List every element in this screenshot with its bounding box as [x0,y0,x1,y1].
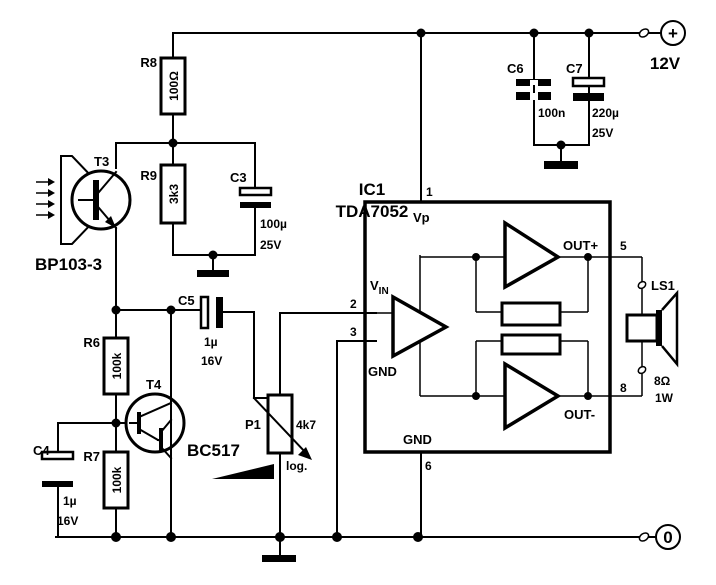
ground-symbol-p1 [262,555,296,562]
positive-rail [172,32,641,59]
pin-8-number: 8 [620,381,627,395]
pin-2-number: 2 [350,297,357,311]
input-amplifier [391,293,450,359]
r9-value: 3k3 [167,184,181,204]
c5-voltage: 16V [201,354,222,368]
pin-6-number: 6 [425,459,432,473]
feedback-resistor-bottom [500,333,562,356]
c4-voltage: 16V [57,514,78,528]
log-taper-wedge-icon [212,464,274,479]
ground-symbol-c6-c7 [544,161,578,169]
pin-5-number: 5 [620,239,627,253]
ground-terminal-label: 0 [663,528,672,547]
c5-label: C5 [178,293,195,308]
resistor-r9: 3k3 R9 [140,163,187,225]
positive-terminal: + 12V [638,20,686,73]
ground-symbol-c3 [197,270,229,277]
pin-vp-name: Vp [413,210,430,225]
r6-label: R6 [83,335,100,350]
supply-voltage-label: 12V [650,54,681,73]
t4-label: T4 [146,377,162,392]
ground-terminal: 0 [638,524,681,550]
c6-label: C6 [507,61,524,76]
c3-voltage: 25V [260,238,281,252]
c7-voltage: 25V [592,126,613,140]
pin-1-number: 1 [426,185,433,199]
p1-value: 4k7 [296,418,316,432]
r6-value: 100k [110,352,124,379]
p1-label: P1 [245,417,261,432]
loudspeaker-ls1: LS1 8Ω 1W [625,257,679,405]
pin-3-name: GND [368,364,397,379]
c7-value: 220µ [592,106,619,120]
capacitor-c5: C5 1µ 16V [178,293,255,368]
pin-3-number: 3 [350,325,357,339]
resistor-r7: 100k R7 [83,449,130,510]
c4-label: C4 [33,443,50,458]
c3-label: C3 [230,170,247,185]
output-amplifier-positive [503,219,562,291]
r7-label: R7 [83,449,100,464]
ground-terminal-symbol [655,524,681,550]
t4-part: BC517 [187,441,240,460]
positive-terminal-symbol [660,20,686,46]
t3-label: T3 [94,154,109,169]
pin-6-name: GND [403,432,432,447]
t3-part: BP103-3 [35,255,102,274]
c7-label: C7 [566,61,583,76]
pin-out-minus-name: OUT- [564,407,595,422]
light-arrows-icon [36,178,55,219]
resistor-r6: 100k R6 [83,335,130,396]
feedback-resistor-top [500,301,562,327]
r9-label: R9 [140,168,157,183]
c6-value: 100n [538,106,565,120]
r7-value: 100k [110,466,124,493]
ls1-power: 1W [655,391,674,405]
r8-label: R8 [140,55,157,70]
plus-sign: + [668,24,678,43]
output-amplifier-negative [503,360,562,432]
ic1-tda7052: IC1 TDA7052 1 Vp 2 VIN 3 GND GND 6 OUT+ … [330,180,642,473]
capacitor-c3: C3 100µ 25V [230,170,287,256]
resistor-r8: 100Ω R8 [140,55,187,116]
pin-vin-name: VIN [370,278,389,297]
capacitor-c6: C6 100n [507,61,565,120]
phototransistor-t3: T3 BP103-3 [35,154,132,311]
ls1-impedance: 8Ω [654,374,671,388]
potentiometer-p1: P1 4k7 log. [212,312,316,479]
c3-value: 100µ [260,217,287,231]
capacitor-c4: C4 1µ 16V [33,443,78,538]
p1-taper: log. [286,459,307,473]
ic1-label: IC1 [359,180,385,199]
c4-value: 1µ [63,494,77,508]
darlington-transistor-t4: T4 BC517 [124,377,240,460]
c5-value: 1µ [204,335,218,349]
capacitor-c7: C7 220µ 25V [566,61,619,140]
pin-out-plus-name: OUT+ [563,238,598,253]
ls1-label: LS1 [651,278,675,293]
ic1-part: TDA7052 [336,202,409,221]
r8-value: 100Ω [167,71,181,101]
